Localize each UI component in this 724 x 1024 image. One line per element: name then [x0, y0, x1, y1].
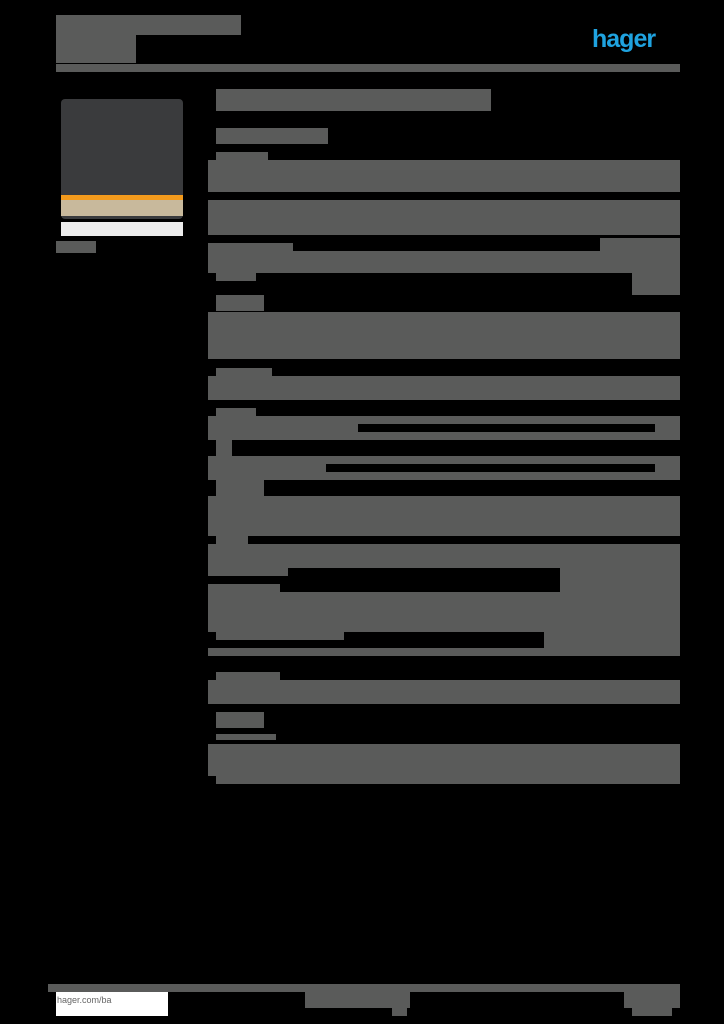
spec-row: [560, 568, 680, 592]
label-strip: [61, 200, 183, 216]
spec-row: [208, 251, 680, 273]
footer-center-block: [392, 1008, 407, 1016]
spec-block: [208, 376, 680, 400]
footer-url-box[interactable]: hager.com/ba: [56, 992, 168, 1016]
product-subtitle-block: [216, 128, 328, 144]
spec-row: [544, 632, 680, 648]
spec-row: [208, 576, 680, 584]
section-heading: [216, 672, 280, 682]
spec-row: [655, 464, 680, 472]
footer-page-block: [632, 1008, 672, 1016]
spec-row: [208, 222, 680, 235]
section-heading: [216, 152, 268, 162]
spec-row: [216, 632, 344, 640]
spec-row: [632, 273, 680, 295]
footer-center-block: [305, 992, 410, 1008]
header-subtitle-block: [56, 35, 136, 63]
spec-block: [208, 312, 680, 359]
spec-row: [208, 472, 680, 480]
spec-row: [208, 424, 358, 432]
led-strip-icon: [61, 195, 183, 200]
spec-row: [600, 238, 680, 251]
spec-row: [216, 273, 256, 281]
spec-block: [208, 680, 680, 704]
spec-row: [208, 568, 288, 576]
product-base: [61, 222, 183, 236]
footer-url[interactable]: hager.com/ba: [57, 995, 112, 1005]
spec-block: [216, 734, 276, 740]
section-heading: [216, 712, 264, 728]
product-image: [61, 99, 183, 219]
spec-row: [208, 592, 680, 632]
section-heading: [216, 295, 264, 311]
spec-block: [208, 744, 680, 776]
hager-logo: hager: [592, 25, 656, 53]
spec-block: [216, 776, 680, 784]
spec-row: [208, 243, 293, 251]
footer-divider: [48, 984, 680, 992]
spec-row: [208, 456, 680, 464]
spec-row: [208, 432, 680, 440]
spec-block: [208, 496, 680, 536]
section-heading: [216, 480, 264, 496]
spec-block: [208, 200, 680, 222]
image-caption-block: [56, 241, 96, 253]
spec-row: [208, 584, 280, 592]
spec-block: [216, 536, 248, 544]
product-title-block: [216, 89, 491, 111]
section-heading: [216, 368, 272, 378]
footer-page-block: [624, 992, 680, 1008]
spec-row: [216, 440, 232, 456]
header-divider: [56, 64, 680, 72]
spec-row: [208, 648, 680, 656]
spec-block: [208, 544, 680, 568]
header-title-block: [56, 15, 241, 35]
spec-row: [208, 464, 326, 472]
section-heading: [216, 408, 256, 418]
spec-block: [208, 160, 680, 192]
spec-row: [655, 424, 680, 432]
spec-row: [208, 416, 680, 424]
